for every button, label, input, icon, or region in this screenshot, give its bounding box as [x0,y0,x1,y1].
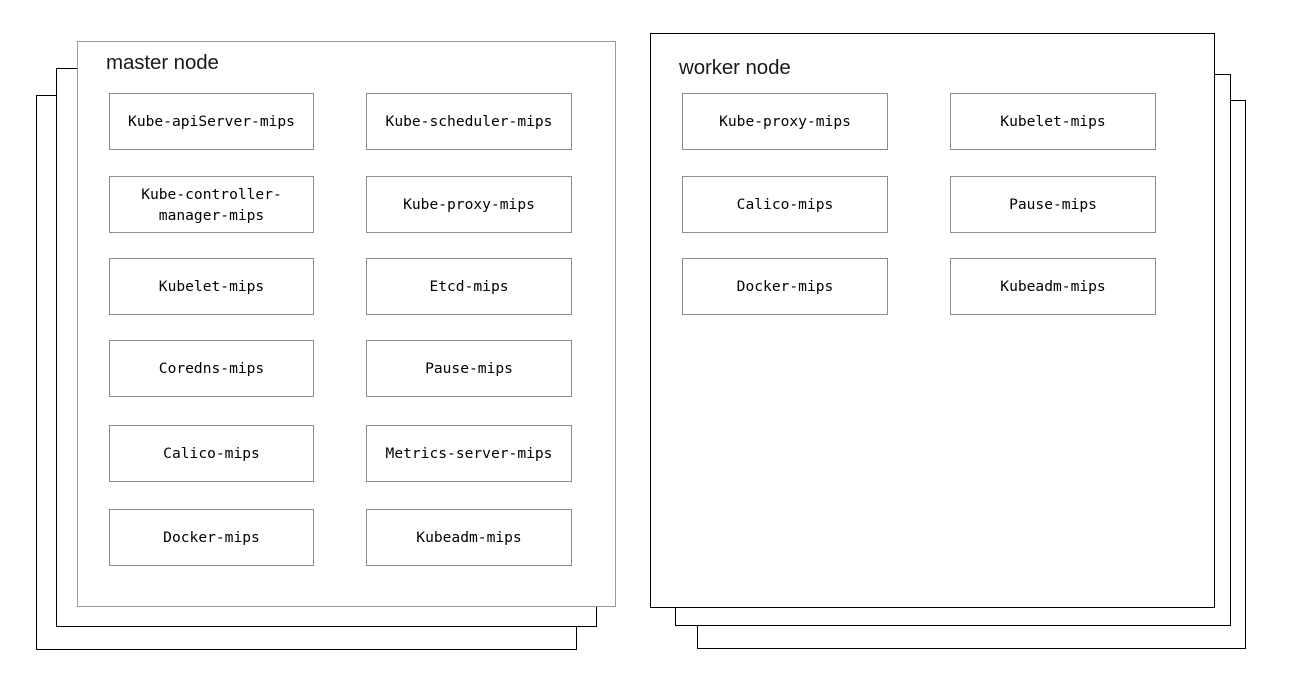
component-box-kube-apiserver-mips[interactable]: Kube-apiServer-mips [109,93,314,150]
component-box-kube-scheduler-mips[interactable]: Kube-scheduler-mips [366,93,572,150]
component-box-worker-docker-mips[interactable]: Docker-mips [682,258,888,315]
component-box-worker-kube-proxy-mips[interactable]: Kube-proxy-mips [682,93,888,150]
component-label: Kubeadm-mips [416,529,522,546]
component-box-metrics-server-mips[interactable]: Metrics-server-mips [366,425,572,482]
component-box-etcd-mips[interactable]: Etcd-mips [366,258,572,315]
component-box-kube-controller-manager-mips[interactable]: Kube-controller-manager-mips [109,176,314,233]
component-box-calico-mips[interactable]: Calico-mips [109,425,314,482]
worker-node-title: worker node [679,56,791,79]
component-label: Kube-proxy-mips [719,113,851,130]
component-label: Kube-scheduler-mips [385,113,553,130]
component-label: Kube-controller-manager-mips [141,185,282,224]
component-label: Kube-proxy-mips [403,196,535,213]
component-label: Pause-mips [425,360,513,377]
component-box-worker-calico-mips[interactable]: Calico-mips [682,176,888,233]
component-box-kube-proxy-mips[interactable]: Kube-proxy-mips [366,176,572,233]
component-box-kubeadm-mips[interactable]: Kubeadm-mips [366,509,572,566]
component-label: Docker-mips [736,278,834,295]
component-label: Etcd-mips [429,278,509,295]
component-box-coredns-mips[interactable]: Coredns-mips [109,340,314,397]
component-box-worker-kubelet-mips[interactable]: Kubelet-mips [950,93,1156,150]
component-label: Kube-apiServer-mips [128,113,295,130]
component-box-docker-mips[interactable]: Docker-mips [109,509,314,566]
component-box-worker-kubeadm-mips[interactable]: Kubeadm-mips [950,258,1156,315]
component-label: Kubelet-mips [158,278,265,295]
component-box-kubelet-mips[interactable]: Kubelet-mips [109,258,314,315]
component-box-worker-pause-mips[interactable]: Pause-mips [950,176,1156,233]
component-label: Coredns-mips [158,360,265,377]
component-box-pause-mips[interactable]: Pause-mips [366,340,572,397]
component-label: Docker-mips [163,529,260,546]
component-label: Calico-mips [736,196,834,213]
component-label: Calico-mips [163,445,260,462]
component-label: Pause-mips [1009,196,1097,213]
component-label: Kubelet-mips [1000,113,1106,130]
component-label: Metrics-server-mips [385,445,553,462]
master-node-title: master node [106,51,219,74]
component-label: Kubeadm-mips [1000,278,1106,295]
